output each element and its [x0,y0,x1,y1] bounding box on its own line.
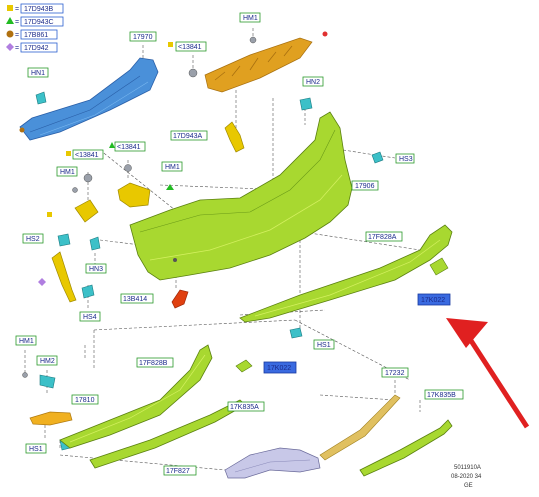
callout-label: HM1 [19,338,34,345]
drawing-market: GE [464,483,473,489]
chrome-strip-part [319,394,401,461]
triangle-marker-icon [166,184,174,190]
callout-label: HM1 [60,169,75,176]
callout-label: HS4 [83,314,97,321]
callout-label: 17906 [355,183,375,190]
cap-part [235,359,253,373]
callout-label: 13B414 [123,296,147,303]
legend-code: 17D943B [24,6,54,13]
legend-code: 17D942 [24,45,49,52]
callout-label: 17F827 [166,468,190,475]
legend-circle-icon [6,30,14,38]
diffuser-part [224,447,321,479]
energy-absorber-part [204,31,328,93]
callout-label: 17D943A [173,133,203,140]
callout-label: 17232 [385,370,405,377]
svg-text:=: = [15,19,19,26]
lower-strip-part [59,344,213,449]
drawing-date: 08-2020 34 [451,474,482,480]
reflector-part [171,289,189,309]
trim-strip-right-part [359,419,453,477]
fastener-parts [22,36,257,378]
callouts: 17970 <13841 HM1 HN1 HN2 17D943A <13841 … [15,12,464,476]
callout-label: 17K835A [230,404,259,411]
callout-label: HN1 [31,70,45,77]
svg-text:=: = [15,45,19,52]
svg-text:=: = [15,32,19,39]
callout-label: HM2 [40,358,55,365]
legend-code: 17B861 [24,32,48,39]
svg-text:=: = [15,6,19,13]
legend-triangle-icon [6,17,14,24]
callout-label: HS1 [29,446,43,453]
lower-valance-part [239,224,453,323]
molding-part [29,411,73,426]
callout-label: 17F828B [139,360,168,367]
callout-label: <13841 [178,44,202,51]
callout-label: HS3 [399,156,413,163]
callout-label: <13841 [75,152,99,159]
callout-label: HM1 [165,164,180,171]
legend: = 17D943B = 17D943C = 17B861 = 17D942 [6,3,64,53]
callout-label: 17970 [133,34,153,41]
clip-icon [322,31,328,37]
reinforcement-beam-part [19,57,159,141]
leader-lines [24,28,421,471]
square-marker-icon [47,212,52,217]
callout-label: 17F828A [368,234,397,241]
callout-label: <13841 [117,144,141,151]
drawing-ref: 5011910A [454,465,481,471]
legend-square-icon [7,5,13,11]
callout-label-highlighted: 17K022 [267,365,291,372]
callout-label: HN2 [306,79,320,86]
callout-label: HN3 [89,266,103,273]
circle-marker-icon [19,127,25,133]
diamond-marker-icon [38,278,46,286]
footer-reference: 5011910A 08-2020 34 GE [451,465,482,489]
side-bracket-part [51,121,245,303]
legend-code: 17D943C [24,19,54,26]
callout-label: 17K835B [427,392,456,399]
callout-label: HS1 [317,342,331,349]
callout-label: HS2 [26,236,40,243]
legend-diamond-icon [6,43,14,51]
callout-label: 17810 [75,397,95,404]
callout-label-highlighted: 17K022 [421,297,445,304]
highlight-arrow-icon [446,318,530,429]
callout-label: HM1 [243,15,258,22]
